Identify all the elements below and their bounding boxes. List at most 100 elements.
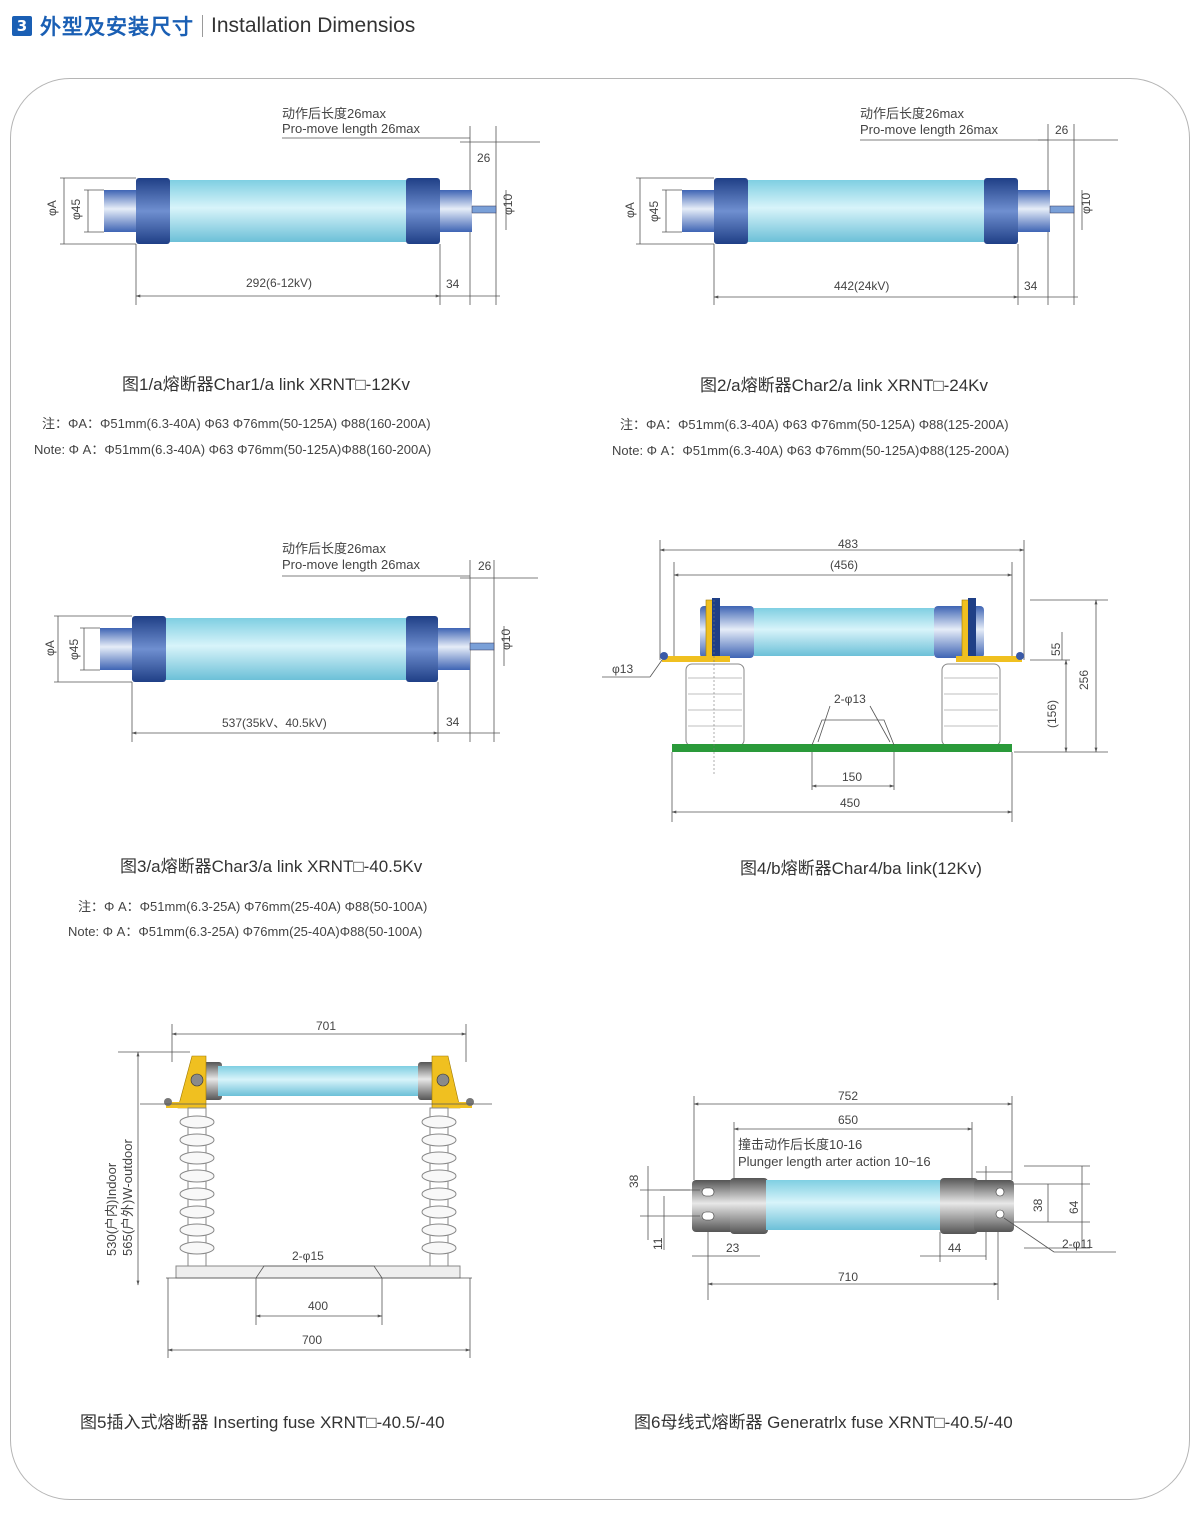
fig1-striker-pin <box>471 205 497 214</box>
fig2-right-end-contact <box>1018 190 1050 232</box>
fig2-left-end-contact <box>682 190 716 232</box>
fig4-dim-55: 55 <box>1049 642 1063 656</box>
fig2-note-en: Note: Φ A：Φ51mm(6.3-40A) Φ63 Φ76mm(50-12… <box>612 443 1009 458</box>
fig1-dim-phi10: φ10 <box>501 194 515 215</box>
fig6-plunger-en: Plunger length arter action 10~16 <box>738 1154 931 1169</box>
fig2-dim-26: 26 <box>1055 123 1069 137</box>
fig1-pro-move-en: Pro-move length 26max <box>282 121 421 136</box>
fig5-dim-400: 400 <box>308 1299 328 1313</box>
fig4-dim-456: (456) <box>830 558 858 572</box>
fig3-right-end-contact <box>438 628 470 670</box>
fig6-dim-650: 650 <box>838 1113 858 1127</box>
fig1-note-cn: 注：ΦA：Φ51mm(6.3-40A) Φ63 Φ76mm(50-125A) Φ… <box>42 416 431 431</box>
fig2-dim-phi10: φ10 <box>1079 193 1093 214</box>
section-title-en: Installation Dimensios <box>211 14 416 37</box>
fig6-dim-38b: 38 <box>1031 1198 1045 1212</box>
fig1-dim-26: 26 <box>477 151 491 165</box>
fig4-holes-label: 2-φ13 <box>834 692 866 706</box>
fig6-caption: 图6母线式熔断器 Generatrlx fuse XRNT□-40.5/-40 <box>634 1413 1013 1432</box>
fig3-note-en: Note: Φ A：Φ51mm(6.3-25A) Φ76mm(25-40A)Φ8… <box>68 924 422 939</box>
fig6-plunger-cn: 撞击动作后长度10-16 <box>738 1137 862 1152</box>
fig4-dim-156: (156) <box>1045 700 1059 728</box>
fig2-note-cn: 注：ΦA：Φ51mm(6.3-40A) Φ63 Φ76mm(50-125A) Φ… <box>620 417 1009 432</box>
fig3-dim-phi10: φ10 <box>499 629 513 650</box>
fig5-insulators <box>187 1107 449 1267</box>
fig2-caption: 图2/a熔断器Char2/a link XRNT□-24Kv <box>700 376 989 395</box>
fig4-dim-150: 150 <box>842 770 862 784</box>
fig4-dim-483: 483 <box>838 537 858 551</box>
fig1-note-en: Note: Φ A：Φ51mm(6.3-40A) Φ63 Φ76mm(50-12… <box>34 442 431 457</box>
fig3-striker-pin <box>469 642 495 651</box>
fig1-dim-phiA: φA <box>45 200 59 216</box>
fig1-dim-phi45: φ45 <box>69 199 83 220</box>
fig3-left-end-contact <box>100 628 134 670</box>
fig6-dim-23: 23 <box>726 1241 740 1255</box>
fig2-fuse-drawing: 动作后长度26max Pro-move length 26max 26 φA φ… <box>623 106 1118 305</box>
fig4-right-insulator <box>941 663 1001 747</box>
fig3-dim-length: 537(35kV、40.5kV) <box>222 716 327 730</box>
content-frame <box>10 78 1190 1500</box>
fig6-dim-11: 11 <box>651 1237 665 1250</box>
fig3-ceramic-tube <box>166 618 406 680</box>
fig2-right-cap <box>984 178 1018 244</box>
fig5-dim-700: 700 <box>302 1333 322 1347</box>
fig4-left-clip-bar <box>712 598 720 660</box>
fig1-left-end-contact <box>104 190 138 232</box>
fig6-dim-44: 44 <box>948 1241 962 1255</box>
fig4-fuse-base-drawing: 483 (456) φ13 2-φ13 <box>602 537 1108 822</box>
fig4-ceramic-tube <box>754 608 934 656</box>
fig1-pro-move-cn: 动作后长度26max <box>282 106 387 121</box>
fig1-left-cap <box>136 178 170 244</box>
fig3-pro-move-en: Pro-move length 26max <box>282 557 421 572</box>
fig5-inserting-fuse-drawing: 701 53 <box>104 1019 492 1358</box>
fig6-left-cap <box>730 1178 768 1234</box>
fig6-dim-710: 710 <box>838 1270 858 1284</box>
fig2-dim-phi45: φ45 <box>647 201 661 222</box>
fig2-dim-phiA: φA <box>623 202 637 218</box>
fig6-holes-label: 2-φ11 <box>1062 1237 1093 1251</box>
fig2-left-cap <box>714 178 748 244</box>
fig5-height-en: 565(户外)W-outdoor <box>120 1139 135 1256</box>
fig4-caption: 图4/b熔断器Char4/ba link(12Kv) <box>740 859 982 878</box>
section-header: 3 外型及安装尺寸 Installation Dimensios <box>12 10 415 42</box>
fig3-dim-34: 34 <box>446 715 460 729</box>
fig5-base-frame <box>175 1265 461 1279</box>
fig1-right-cap <box>406 178 440 244</box>
fig5-height-cn: 530(户内)Indoor <box>104 1162 119 1256</box>
fig2-striker-pin <box>1049 205 1075 214</box>
fig3-pro-move-cn: 动作后长度26max <box>282 541 387 556</box>
fig3-note-cn: 注：Φ A：Φ51mm(6.3-25A) Φ76mm(25-40A) Φ88(5… <box>78 899 427 914</box>
fig4-right-clip-bar <box>968 598 976 660</box>
fig4-dim-256: 256 <box>1077 670 1091 690</box>
fig6-right-cap <box>940 1178 978 1234</box>
fig1-fuse-drawing: 动作后长度26max Pro-move length 26max 26 φA φ… <box>45 106 540 305</box>
fig5-dim-701: 701 <box>316 1019 336 1033</box>
fig4-dim-450: 450 <box>840 796 860 810</box>
fig4-dim-phi13: φ13 <box>612 662 633 676</box>
fig4-left-bolt <box>660 652 668 660</box>
fig4-left-insulator <box>685 663 745 747</box>
fig1-ceramic-tube <box>170 180 406 242</box>
fig3-dim-phiA: φA <box>43 640 57 656</box>
fig6-dim-752: 752 <box>838 1089 858 1103</box>
fig5-caption: 图5插入式熔断器 Inserting fuse XRNT□-40.5/-40 <box>80 1413 445 1432</box>
fig6-right-terminal <box>974 1180 1014 1232</box>
fig3-right-cap <box>406 616 438 682</box>
fig3-dim-phi45: φ45 <box>67 639 81 660</box>
section-number-badge: 3 <box>12 16 32 36</box>
fig1-dim-34: 34 <box>446 277 460 291</box>
fig2-pro-move-cn: 动作后长度26max <box>860 106 965 121</box>
fig4-left-terminal <box>662 656 730 662</box>
fig6-busbar-fuse-drawing: 752 650 撞击动作后长度10-16 Plunger length arte… <box>627 1089 1116 1300</box>
fig6-ceramic-tube <box>766 1180 942 1230</box>
fig6-left-terminal <box>692 1180 734 1232</box>
title-divider <box>202 15 203 37</box>
fig6-dim-38a: 38 <box>627 1174 641 1188</box>
fig3-fuse-drawing: 动作后长度26max Pro-move length 26max 26 φA φ… <box>43 541 538 742</box>
fig1-right-end-contact <box>440 190 472 232</box>
fig2-dim-length: 442(24kV) <box>834 279 889 293</box>
fig5-holes-label: 2-φ15 <box>292 1249 324 1263</box>
section-title-cn: 外型及安装尺寸 <box>40 15 194 39</box>
fig3-caption: 图3/a熔断器Char3/a link XRNT□-40.5Kv <box>120 857 423 876</box>
